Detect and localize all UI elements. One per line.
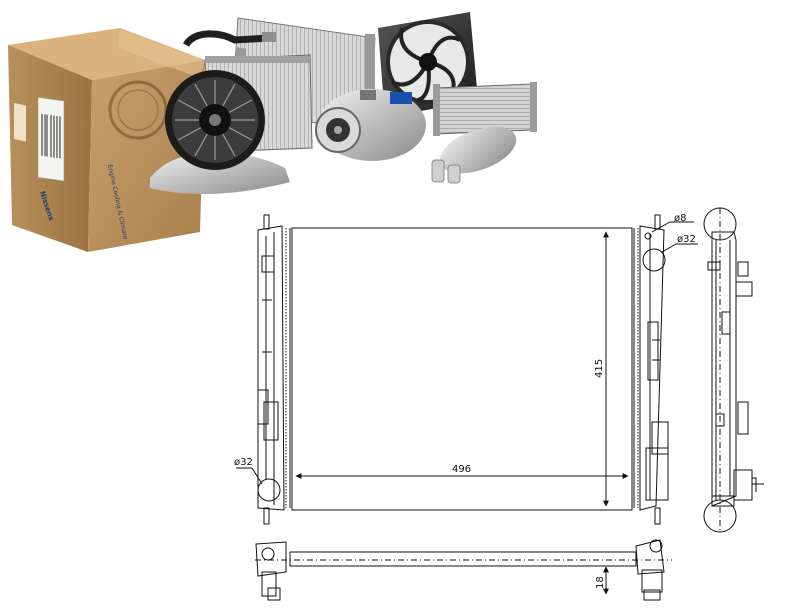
radiator-bottom-view bbox=[255, 539, 672, 601]
radiator-core bbox=[291, 227, 633, 511]
ac-compressor-photo bbox=[315, 89, 426, 161]
height-dimension-label: 415 bbox=[594, 359, 605, 378]
depth-dimension-label: 18 bbox=[595, 576, 606, 589]
inlet-pipe-right bbox=[642, 248, 666, 272]
radiator-fan-photo bbox=[378, 12, 478, 118]
mounting-pin bbox=[654, 214, 661, 230]
receiver-drier-photo bbox=[431, 126, 517, 184]
inlet-diameter-label: ø32 bbox=[677, 234, 696, 245]
product-photo-collage: Nissens Engine Cooling & Climate bbox=[8, 12, 537, 252]
radiator-side-view bbox=[703, 207, 764, 533]
mounting-pin bbox=[263, 507, 270, 525]
mounting-pin bbox=[263, 214, 270, 230]
outlet-pipe-left bbox=[257, 478, 281, 502]
cardboard-box: Nissens Engine Cooling & Climate bbox=[8, 28, 205, 252]
right-tank bbox=[639, 225, 665, 511]
quality-seal-logo bbox=[108, 80, 168, 140]
outlet-diameter-label: ø32 bbox=[234, 457, 253, 468]
radiator-front-view bbox=[236, 214, 698, 525]
mounting-pin bbox=[654, 507, 661, 525]
bleed-port bbox=[644, 232, 652, 240]
radiator-technical-drawing bbox=[236, 207, 764, 601]
heater-core-photo bbox=[433, 82, 537, 136]
width-dimension-label: 496 bbox=[452, 464, 471, 475]
blower-motor-photo bbox=[150, 70, 290, 194]
bleed-diameter-label: ø8 bbox=[674, 213, 686, 224]
